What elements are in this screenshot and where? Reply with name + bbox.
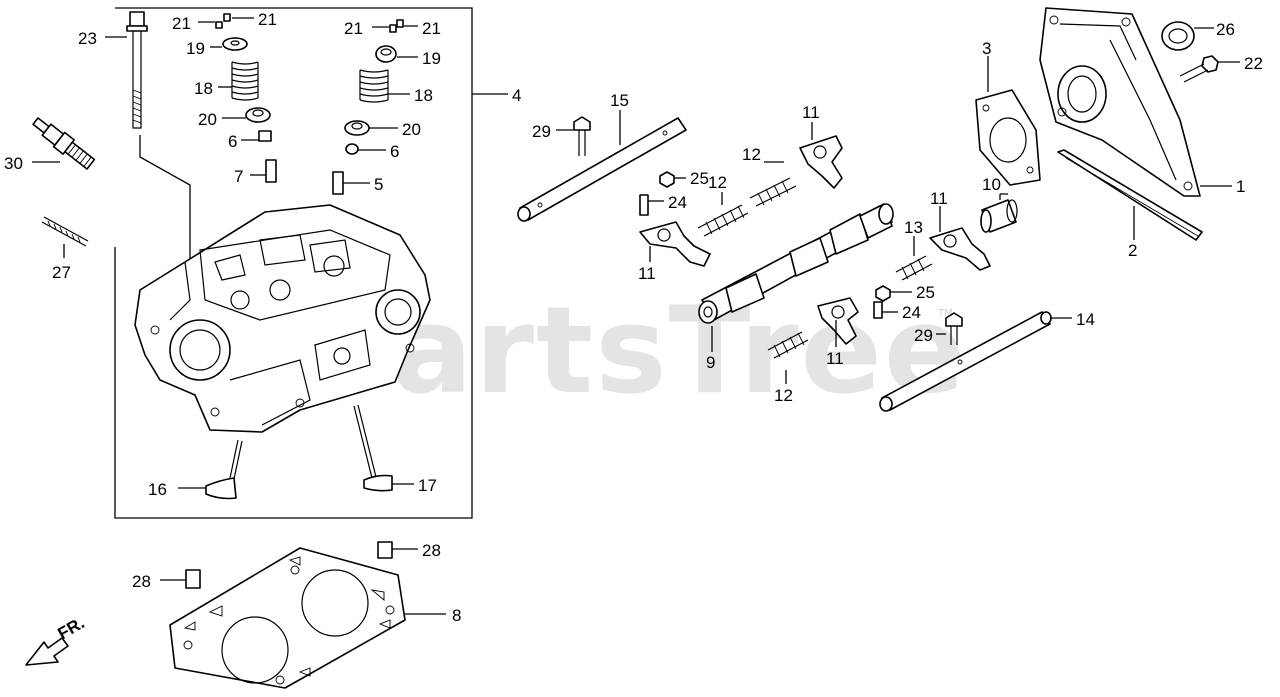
cylinder-head-group-frame [114,7,473,519]
part-20-spring-seat-left[interactable] [245,107,271,123]
part-7-valve-guide[interactable] [265,159,277,183]
part-29-bolt-lower[interactable] [945,312,963,345]
callout-20-b: 20 [402,120,421,139]
part-22-bolt[interactable] [1179,55,1219,83]
callout-8: 8 [452,606,461,625]
leader-21-right [372,25,418,28]
callout-21-a: 21 [172,14,191,33]
part-21-valve-cotter-right[interactable] [389,19,404,33]
callout-7: 7 [234,167,243,186]
callout-27: 27 [52,263,71,282]
part-21-valve-cotter-left[interactable] [215,13,231,29]
part-19-valve-retainer-left[interactable] [222,37,248,51]
part-26-oil-seal[interactable] [1161,21,1195,51]
callout-2: 2 [1128,241,1137,260]
part-12-rocker-spring-left[interactable] [697,204,749,237]
callout-12-a: 12 [708,173,727,192]
callout-21-c: 21 [344,19,363,38]
part-1-head-side-cover[interactable] [1039,7,1201,197]
callout-6-b: 6 [390,142,399,161]
front-direction-marker: FR. [25,613,88,666]
callout-25-b: 25 [916,283,935,302]
callout-13: 13 [904,218,923,237]
part-25-nut-lower[interactable] [875,285,891,302]
callout-11-c: 11 [826,349,844,368]
callout-25-a: 25 [690,169,709,188]
cylinder-head[interactable] [134,204,431,433]
part-13-rocker-spring[interactable] [895,255,933,281]
callout-24-a: 24 [668,193,687,212]
part-5-valve-guide[interactable] [332,171,344,195]
callout-20-a: 20 [198,110,217,129]
callout-11-d: 11 [930,189,948,208]
part-17-exhaust-valve[interactable] [353,404,393,492]
callout-1: 1 [1236,177,1245,196]
part-28-dowel-pin-upper[interactable] [377,541,393,559]
leader-21-left [198,17,254,23]
callout-26: 26 [1216,20,1235,39]
part-27-stud[interactable] [41,216,89,247]
part-29-bolt-upper[interactable] [573,116,591,156]
callout-19-a: 19 [186,39,205,58]
callout-10: 10 [982,175,1001,194]
part-11-rocker-arm-lower[interactable] [817,297,859,345]
part-10-collar[interactable] [980,199,1018,233]
callout-22: 22 [1244,54,1263,73]
part-24-adjusting-screw-lower[interactable] [873,301,883,319]
front-arrow-icon [25,637,69,666]
callout-21-b: 21 [258,10,277,29]
part-9-camshaft[interactable] [698,203,894,324]
part-25-nut-upper[interactable] [659,171,675,188]
callout-16: 16 [148,480,167,499]
callout-9: 9 [706,353,715,372]
callout-23: 23 [78,29,97,48]
part-2-gasket-strip[interactable] [1057,149,1203,241]
callout-11-a: 11 [802,103,820,122]
callout-17: 17 [418,476,437,495]
part-3-cover-gasket[interactable] [975,89,1041,186]
part-6-valve-stem-seal-left[interactable] [258,130,272,142]
callout-28-a: 28 [422,541,441,560]
callout-3: 3 [982,39,991,58]
leader-10 [999,193,1008,200]
part-15-rocker-arm-shaft[interactable] [517,117,687,222]
callout-18-b: 18 [414,86,433,105]
part-12-rocker-spring-lower[interactable] [767,331,809,359]
callout-5: 5 [374,175,383,194]
callout-18-a: 18 [194,79,213,98]
part-14-rocker-arm-shaft[interactable] [879,311,1052,412]
callout-29-b: 29 [914,326,933,345]
callout-30: 30 [4,154,23,173]
part-6-valve-stem-seal-right[interactable] [345,143,359,155]
callout-28-b: 28 [132,572,151,591]
part-28-dowel-pin-lower[interactable] [185,569,201,589]
leader-23-to-head [139,135,191,290]
part-18-valve-spring-left[interactable] [231,61,259,101]
part-24-adjusting-screw-upper[interactable] [639,194,649,216]
watermark-trademark: TM [937,308,953,319]
callout-19-b: 19 [422,49,441,68]
part-23-head-bolt[interactable] [126,11,148,129]
callout-11-b: 11 [638,264,656,283]
callout-6-a: 6 [228,132,237,151]
part-8-head-gasket[interactable] [169,547,406,689]
part-19-valve-retainer-right[interactable] [375,45,397,63]
callout-12-c: 12 [774,386,793,405]
part-30-spark-plug[interactable] [30,114,96,171]
callout-21-d: 21 [422,19,441,38]
callout-24-b: 24 [902,303,921,322]
callout-29-a: 29 [532,122,551,141]
part-11-rocker-arm-upper[interactable] [799,135,843,189]
part-16-intake-valve[interactable] [205,439,243,500]
part-11-rocker-arm-right[interactable] [929,227,991,271]
callout-14: 14 [1076,310,1095,329]
callout-15: 15 [610,91,629,110]
callout-4: 4 [512,86,521,105]
callout-12-b: 12 [742,145,761,164]
part-11-rocker-arm-left[interactable] [639,221,711,267]
part-12-rocker-spring-middle[interactable] [749,177,797,207]
part-18-valve-spring-right[interactable] [359,69,389,103]
part-20-spring-seat-right[interactable] [344,120,370,136]
